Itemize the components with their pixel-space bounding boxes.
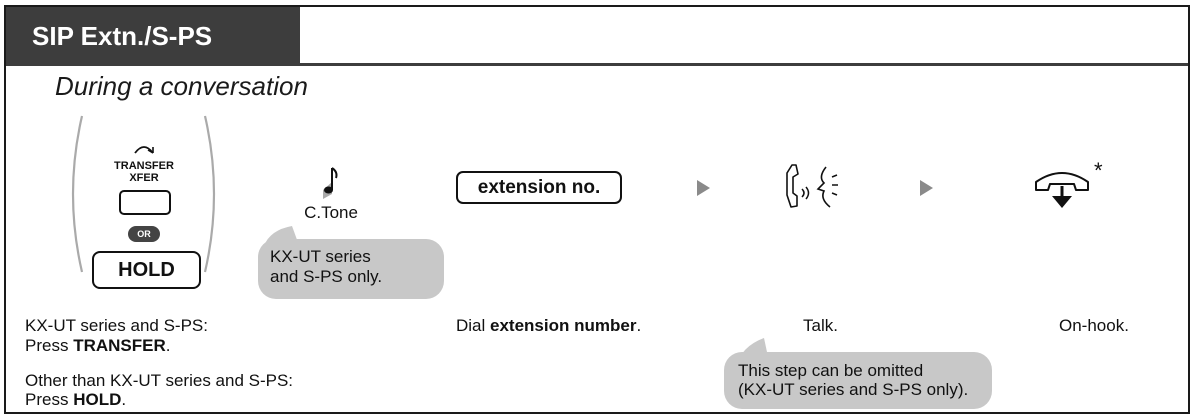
hold-key-button[interactable]: HOLD [92, 251, 201, 289]
confirmation-tone-icon [323, 167, 338, 199]
procedure-panel: SIP Extn./S-PS [4, 5, 1190, 414]
caption-a-suffix: . [165, 336, 171, 355]
step1-caption-a-action: Press TRANSFER. [25, 336, 170, 356]
caption-b-prefix: Press [25, 390, 74, 409]
omit-note-bubble: This step can be omitted (KX-UT series a… [724, 352, 992, 409]
extension-number-key[interactable]: extension no. [456, 171, 622, 204]
next-arrow-1 [697, 180, 710, 196]
caption-b-key: HOLD [73, 390, 122, 409]
ut-only-note-bubble: KX-UT series and S-PS only. [258, 239, 444, 299]
caption-a-prefix: Press [25, 336, 74, 355]
right-bracket [203, 115, 216, 273]
on-hook-icon [1035, 172, 1089, 208]
caption-a-key: TRANSFER [73, 336, 166, 355]
tab-divider [6, 63, 1188, 66]
ut-only-note-line1: KX-UT series [270, 247, 371, 266]
step3-caption-prefix: Dial [456, 316, 491, 335]
tone-label: C.Tone [304, 203, 358, 222]
step1-caption-a: KX-UT series and S-PS: [25, 316, 208, 335]
transfer-key-label-top: TRANSFER [114, 160, 174, 172]
left-bracket [71, 115, 84, 273]
section-tab-title: SIP Extn./S-PS [6, 7, 300, 65]
step1-caption-b-action: Press HOLD. [25, 390, 126, 410]
omit-note-line2: (KX-UT series and S-PS only). [738, 380, 969, 399]
step3-caption-suffix: . [636, 316, 642, 335]
or-badge: OR [128, 226, 160, 242]
talk-icon [786, 164, 838, 208]
talk-caption: Talk. [803, 316, 838, 335]
condition-heading: During a conversation [55, 71, 308, 101]
step3-caption: Dial extension number. [456, 316, 641, 336]
step3-caption-bold: extension number [490, 316, 637, 335]
caption-b-suffix: . [121, 390, 127, 409]
transfer-key-button[interactable] [119, 190, 171, 215]
step1-caption-b: Other than KX-UT series and S-PS: [25, 371, 294, 390]
on-hook-caption: On-hook. [1059, 316, 1129, 335]
transfer-arrow-icon [134, 146, 154, 154]
transfer-key-label-bottom: XFER [129, 172, 159, 184]
omit-note-line1: This step can be omitted [738, 361, 924, 380]
on-hook-asterisk: * [1094, 158, 1103, 183]
next-arrow-2 [920, 180, 933, 196]
ut-only-note-line2: and S-PS only. [270, 267, 383, 286]
